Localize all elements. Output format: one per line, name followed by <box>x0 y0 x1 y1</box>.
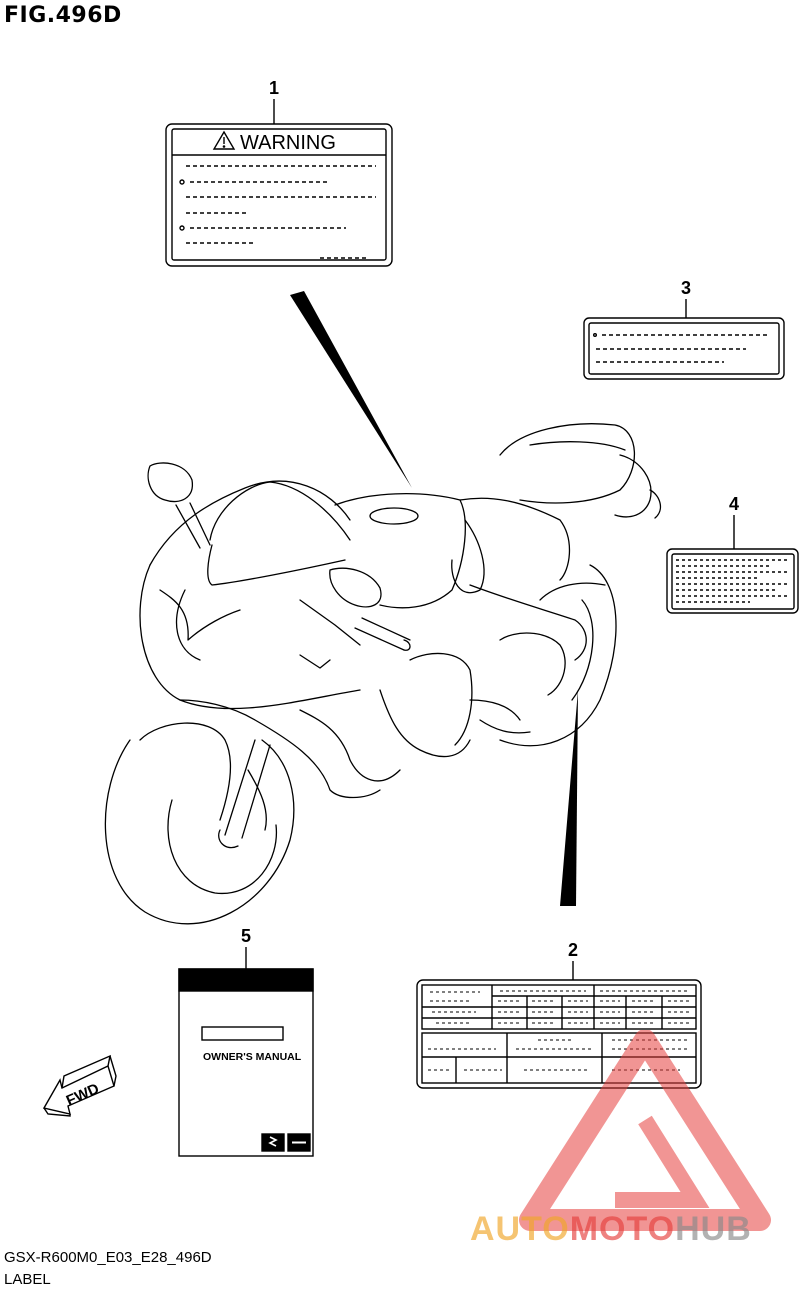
owners-manual-title: OWNER'S MANUAL <box>203 1051 302 1063</box>
watermark-moto: MOTO <box>570 1210 675 1248</box>
figure-section: LABEL <box>4 1271 51 1288</box>
figure-code: GSX-R600M0_E03_E28_496D <box>4 1249 212 1266</box>
warning-triangle-icon <box>212 130 236 150</box>
figure-title: FIG.496D <box>4 3 122 28</box>
callout-4: 4 <box>729 494 739 514</box>
fwd-arrow-icon: FWD <box>42 1054 117 1117</box>
watermark-auto: AUTO <box>470 1210 570 1248</box>
callout-1: 1 <box>269 78 279 98</box>
leader-part-2 <box>560 690 578 906</box>
callout-5: 5 <box>241 926 251 946</box>
part-2-label[interactable]: 2 <box>416 940 702 1089</box>
motorcycle-illustration <box>104 423 662 925</box>
callout-3: 3 <box>681 278 691 298</box>
leader-part-1 <box>290 291 412 488</box>
part-1-warning-label[interactable]: 1 WARNING <box>165 78 393 267</box>
svg-text:AUTOMOTOHUB: AUTOMOTOHUB <box>470 1210 752 1248</box>
watermark-hub: HUB <box>675 1210 752 1248</box>
automotohub-watermark: AUTOMOTOHUB <box>470 1030 771 1248</box>
callout-2: 2 <box>568 940 578 960</box>
part-5-owners-manual[interactable]: 5 OWNER'S MANUAL <box>178 926 314 1157</box>
part-3-label[interactable]: 3 <box>583 278 785 380</box>
suzuki-logo-icon <box>261 1133 311 1152</box>
part-4-label[interactable]: 4 <box>666 494 799 614</box>
warning-label-text: WARNING <box>240 132 336 154</box>
